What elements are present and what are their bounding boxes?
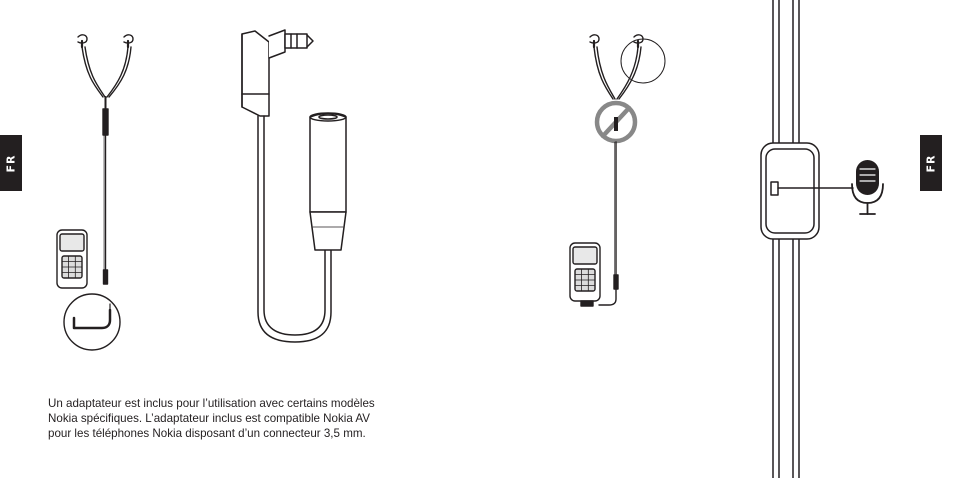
headset-with-adapter-illustration [56,34,134,351]
language-tab-label: FR [4,154,18,172]
earbud-right-icon [123,34,134,49]
adapter-cable-illustration [241,29,347,343]
earbud-left-icon [77,34,88,49]
language-tab-label: FR [924,154,938,172]
adapter-caption: Un adaptateur est inclus pour l’utilisat… [48,396,375,441]
phone-icon [569,242,601,307]
adapter-detail-icon [63,293,121,351]
microphone-icon [851,160,884,215]
socket-icon [309,112,347,251]
language-tab-left: FR [0,135,22,191]
language-tab-right: FR [920,135,942,191]
phone-icon [56,229,88,289]
headset-direct-illustration [569,34,666,307]
microphone-closeup-illustration [760,0,884,478]
